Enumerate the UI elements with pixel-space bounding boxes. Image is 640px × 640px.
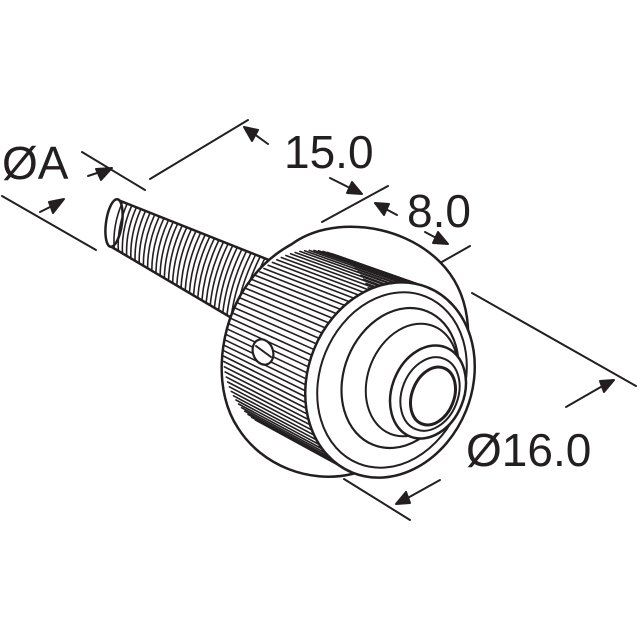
knurl-ridge xyxy=(235,399,322,447)
knurl-ridge xyxy=(271,261,361,297)
dim-a-arrow-top-head xyxy=(95,167,113,181)
knurl-ridge xyxy=(250,416,339,465)
thread-line xyxy=(130,208,142,260)
thread-line xyxy=(138,212,151,265)
knurl-ridge xyxy=(247,413,335,462)
thread-line xyxy=(176,228,193,287)
dim-16-arrow-bottom-head xyxy=(395,491,411,505)
dimension-label-length-knob: 8.0 xyxy=(407,185,471,237)
thread-line xyxy=(201,239,220,302)
dim-8-arrow-left-head xyxy=(374,202,390,216)
set-screw-slot xyxy=(255,345,272,358)
thread-line xyxy=(163,222,179,279)
thread-line xyxy=(146,215,161,269)
knurl-ridge xyxy=(247,282,335,320)
knurl-ridge xyxy=(263,267,352,304)
knurl-ridge xyxy=(294,251,386,286)
center-bore-inner xyxy=(409,365,457,427)
thread-line xyxy=(125,206,138,257)
thread-line xyxy=(142,213,156,267)
thread-line xyxy=(155,219,170,274)
knurl-ridge xyxy=(285,254,376,289)
thread-line xyxy=(184,232,202,292)
knurl-ridge xyxy=(232,394,319,442)
dim-a-extension-top xyxy=(81,151,146,191)
dim-8-arrow-right-head xyxy=(432,231,449,245)
knurl-ridge xyxy=(225,376,311,422)
dimension-lines xyxy=(1,119,637,521)
dimension-label-diameter-a: ØA xyxy=(2,137,69,189)
knurl-ridge xyxy=(237,403,325,451)
thread-line xyxy=(171,226,188,284)
knurl-ridge xyxy=(241,291,328,330)
dim-16-arrow-top-line xyxy=(565,383,607,408)
thread-line xyxy=(213,244,234,309)
thread-line xyxy=(151,217,165,272)
knurl-ridge xyxy=(233,306,320,346)
knurl-ridge xyxy=(267,264,357,300)
knurl-ridge xyxy=(258,271,348,307)
knurl-ridge xyxy=(289,253,381,288)
center-bore-middle xyxy=(399,356,461,432)
dim-16-extension-bottom xyxy=(343,478,411,521)
knurl-ridge xyxy=(255,274,343,311)
knurl-ridge xyxy=(230,390,317,437)
knob-front-face xyxy=(303,281,477,479)
thread-line xyxy=(217,246,239,311)
knurl-ridge xyxy=(251,278,339,316)
thread-line xyxy=(192,235,211,297)
thread-line xyxy=(159,221,174,277)
thread-line xyxy=(180,230,197,289)
dim-8-extension-left xyxy=(321,185,389,223)
thread-line xyxy=(222,248,243,314)
knurl-ridge xyxy=(280,256,371,292)
knurl-ridge xyxy=(244,287,332,325)
thread-line xyxy=(226,250,248,316)
knurl-ridge xyxy=(240,406,328,455)
thread-line xyxy=(167,224,183,282)
knurl-ridge xyxy=(238,296,325,335)
thread-line xyxy=(205,241,225,304)
dim-16-extension-top xyxy=(471,292,637,387)
knurl-ridge xyxy=(223,360,309,405)
thread-line xyxy=(188,233,206,294)
thread-line xyxy=(209,243,229,307)
dim-15-arrow-right-head xyxy=(346,181,363,195)
dim-16-arrow-bottom-line xyxy=(403,479,441,501)
knurl-ridge xyxy=(275,258,366,294)
knurl-ridge xyxy=(228,385,315,432)
knurl-ridge xyxy=(223,365,309,410)
thread-line xyxy=(134,210,147,262)
knurl-ridge xyxy=(228,317,315,357)
dim-16-arrow-top-head xyxy=(599,379,615,393)
thread-line xyxy=(117,202,128,252)
knurl-ridge xyxy=(243,410,331,459)
knurl-ridge xyxy=(224,371,310,416)
knurl-ridge xyxy=(226,381,313,427)
thread-line xyxy=(196,237,216,299)
dimension-label-length-total: 15.0 xyxy=(284,126,374,178)
dim-15-arrow-left-head xyxy=(243,126,259,142)
knurl-ridge xyxy=(222,349,308,393)
knurl-ridge xyxy=(235,301,322,340)
dimension-label-diameter-knob: Ø16.0 xyxy=(466,424,592,476)
knurl-ridge xyxy=(230,311,317,352)
dim-a-extension-bottom xyxy=(1,195,97,251)
dim-a-arrow-bottom-head xyxy=(48,198,65,214)
thread-line xyxy=(121,204,133,255)
dim-8-extension-right xyxy=(439,245,471,264)
knurl-ridge xyxy=(222,355,308,399)
thread-line xyxy=(113,201,124,250)
dim-15-extension xyxy=(149,119,249,180)
